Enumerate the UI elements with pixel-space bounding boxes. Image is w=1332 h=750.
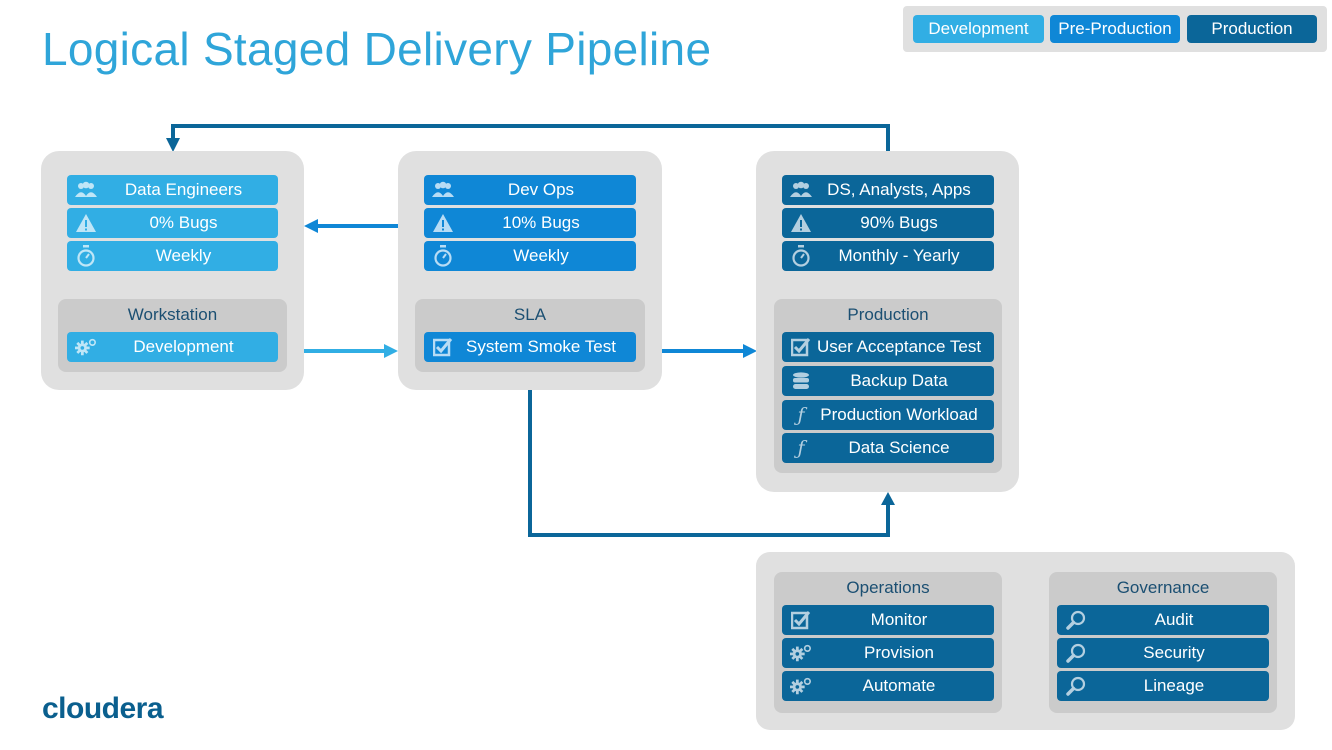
flow-arrow-preprod-to-prod-bottom	[528, 390, 895, 537]
gov-lineage-bar: Lineage	[1057, 671, 1269, 701]
gears-icon	[790, 675, 812, 697]
gov-security-bar: Security	[1057, 638, 1269, 668]
search-icon	[1065, 609, 1087, 631]
legend-production: Production	[1187, 15, 1317, 43]
operations-group: Operations Monitor Provision Automate	[774, 572, 1002, 713]
workstation-group: Workstation Development	[58, 299, 287, 372]
prod-workload-bar: ƒ Production Workload	[782, 400, 994, 430]
database-icon	[790, 370, 812, 392]
page-title: Logical Staged Delivery Pipeline	[42, 23, 712, 75]
flow-arrow-preprod-to-prod	[662, 344, 757, 358]
search-icon	[1065, 642, 1087, 664]
production-group: Production User Acceptance Test Backup D…	[774, 299, 1002, 473]
group-title: Governance	[1116, 578, 1210, 597]
dev-development-bar: Development	[67, 332, 278, 362]
ops-provision-bar: Provision	[782, 638, 994, 668]
group-title: SLA	[513, 305, 547, 324]
stage-preproduction: Dev Ops 10% Bugs Weekly SLA System Smoke…	[398, 151, 662, 390]
gears-icon	[75, 336, 97, 358]
stopwatch-icon	[432, 245, 454, 267]
governance-group: Governance Audit Security Lineage	[1049, 572, 1277, 713]
stopwatch-icon	[790, 245, 812, 267]
flow-arrow-dev-to-preprod	[304, 344, 398, 358]
group-title: Production	[847, 305, 929, 324]
prod-datascience-bar: ƒ Data Science	[782, 433, 994, 463]
prod-cadence-bar: Monthly - Yearly	[782, 241, 994, 271]
checkbox-icon	[432, 336, 454, 358]
ops-automate-bar: Automate	[782, 671, 994, 701]
people-icon	[75, 179, 97, 201]
warning-icon	[790, 212, 812, 234]
feedback-arrow-prod-to-dev	[166, 124, 890, 152]
checkbox-icon	[790, 336, 812, 358]
function-icon: ƒ	[797, 437, 805, 459]
legend-preproduction: Pre-Production	[1050, 15, 1180, 43]
support-panel: Operations Monitor Provision Automate Go…	[756, 552, 1295, 730]
dev-team-bar: Data Engineers	[67, 175, 278, 205]
stage-legend: Development Pre-Production Production	[903, 6, 1327, 52]
people-icon	[432, 179, 454, 201]
checkbox-icon	[790, 609, 812, 631]
prod-bugs-bar: 90% Bugs	[782, 208, 994, 238]
search-icon	[1065, 675, 1087, 697]
warning-icon	[432, 212, 454, 234]
stage-development: Data Engineers 0% Bugs Weekly Workstatio…	[41, 151, 304, 390]
function-icon: ƒ	[797, 404, 805, 426]
prod-backup-bar: Backup Data	[782, 366, 994, 396]
warning-icon	[75, 212, 97, 234]
gov-audit-bar: Audit	[1057, 605, 1269, 635]
prod-uat-bar: User Acceptance Test	[782, 332, 994, 362]
stage-production: DS, Analysts, Apps 90% Bugs Monthly - Ye…	[756, 151, 1019, 492]
stopwatch-icon	[75, 245, 97, 267]
group-title: Operations	[846, 578, 930, 597]
prod-team-bar: DS, Analysts, Apps	[782, 175, 994, 205]
legend-development: Development	[913, 15, 1044, 43]
ops-monitor-bar: Monitor	[782, 605, 994, 635]
gears-icon	[790, 642, 812, 664]
preprod-cadence-bar: Weekly	[424, 241, 636, 271]
sla-group: SLA System Smoke Test	[415, 299, 645, 372]
dev-cadence-bar: Weekly	[67, 241, 278, 271]
dev-bugs-bar: 0% Bugs	[67, 208, 278, 238]
cloudera-logo: cloudera	[42, 692, 164, 725]
people-icon	[790, 179, 812, 201]
group-title: Workstation	[127, 305, 218, 324]
feedback-arrow-preprod-to-dev	[304, 219, 398, 233]
preprod-bugs-bar: 10% Bugs	[424, 208, 636, 238]
preprod-team-bar: Dev Ops	[424, 175, 636, 205]
preprod-smoke-test-bar: System Smoke Test	[424, 332, 636, 362]
